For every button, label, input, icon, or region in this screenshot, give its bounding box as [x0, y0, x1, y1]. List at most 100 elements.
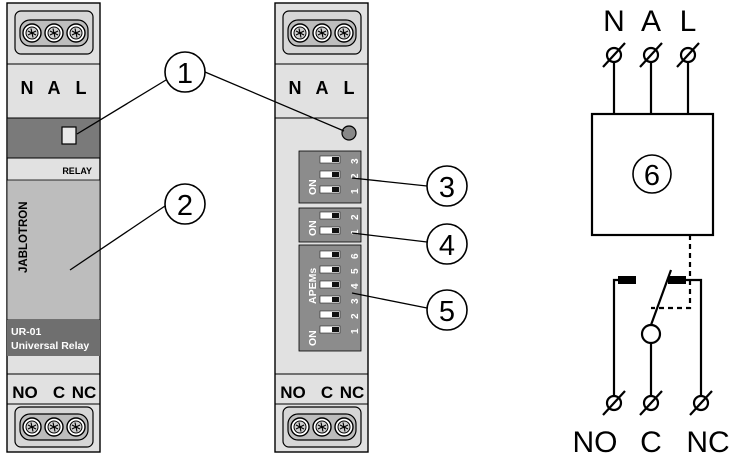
front-top-label-n: N	[21, 78, 34, 98]
dip-switch-1[interactable]	[319, 325, 341, 334]
dip-a-on-label: ON	[307, 179, 319, 195]
dip-switch-2[interactable]	[319, 310, 341, 319]
callout-2	[164, 183, 206, 225]
callout-3	[426, 165, 468, 207]
front-top-label-a: A	[48, 78, 61, 98]
leader-line-2	[69, 205, 166, 271]
screw-icon[interactable]	[290, 23, 310, 43]
dip-b-num-2: 2	[350, 214, 361, 220]
callout-4	[426, 223, 468, 265]
screw-icon[interactable]	[44, 417, 64, 437]
front-bottom-label-no: NO	[12, 383, 38, 402]
schematic-label-nc: NC	[686, 426, 729, 458]
dip-a-num-3: 3	[350, 158, 361, 164]
dip-c-num-2: 2	[350, 313, 361, 319]
device-back: N A L ON 3 2 1 ON 2 1 ON APEM	[274, 2, 369, 453]
dip-switch-3[interactable]	[319, 155, 341, 164]
leader-line-1a	[76, 79, 167, 135]
screw-icon[interactable]	[66, 23, 86, 43]
model-line-1: UR-01	[11, 326, 42, 338]
device-front: N A L RELAY JABLOTRON UR-01 Universal Re…	[6, 2, 101, 453]
schematic-label-l: L	[680, 5, 697, 38]
screw-icon[interactable]	[66, 417, 86, 437]
callout-5	[426, 289, 468, 331]
back-top-label-n: N	[289, 78, 302, 98]
dip-c-num-1: 1	[350, 328, 361, 334]
callout-1-label: 1	[177, 58, 193, 90]
callout-5-label: 5	[439, 296, 455, 328]
schematic-label-n: N	[603, 5, 625, 38]
screw-icon[interactable]	[44, 23, 64, 43]
front-bottom-terminal-block	[14, 406, 94, 448]
dip-group-6: ON APEMs 6 5 4 3 2 1	[298, 244, 362, 352]
dip-c-num-3: 3	[350, 298, 361, 304]
schematic-top-terminals	[602, 42, 700, 114]
screw-icon[interactable]	[290, 417, 310, 437]
screw-icon[interactable]	[22, 417, 42, 437]
dip-c-num-6: 6	[350, 253, 361, 259]
screw-icon[interactable]	[22, 23, 42, 43]
dip-a-num-1: 1	[350, 188, 361, 194]
back-led	[341, 125, 357, 141]
back-bottom-label-nc: NC	[340, 383, 365, 402]
callout-2-label: 2	[177, 190, 193, 222]
relay-contacts	[612, 269, 703, 395]
back-top-label-a: A	[316, 78, 329, 98]
dip-a-num-2: 2	[350, 173, 361, 179]
dip-c-num-5: 5	[350, 268, 361, 274]
relay-coil-link	[651, 235, 692, 310]
schematic-box-label: 6	[644, 160, 660, 192]
leader-line-1b	[204, 71, 345, 132]
schematic: N A L 6	[573, 5, 730, 458]
dip-switch-2[interactable]	[319, 211, 341, 220]
dip-switch-1[interactable]	[319, 226, 341, 235]
callouts: 1 2 3 4 5	[69, 51, 468, 331]
front-top-label-l: L	[76, 78, 87, 98]
back-bottom-label-c: C	[321, 383, 333, 402]
switch-pivot	[640, 323, 662, 345]
back-bottom-terminal-block	[282, 406, 362, 448]
schematic-bottom-terminals	[602, 390, 713, 416]
front-panel	[6, 179, 101, 321]
model-line-2: Universal Relay	[11, 340, 89, 352]
dip-switch-5[interactable]	[319, 265, 341, 274]
dip-c-on-label: ON	[307, 330, 319, 346]
dip-b-num-1: 1	[350, 229, 361, 235]
relay-label: RELAY	[62, 166, 92, 176]
leader-line-4	[351, 232, 428, 243]
dip-switch-1[interactable]	[319, 185, 341, 194]
dip-switch-3[interactable]	[319, 295, 341, 304]
model-band	[7, 320, 100, 356]
leader-line-3	[351, 177, 428, 187]
dip-c-num-4: 4	[350, 283, 361, 289]
brand-label: JABLOTRON	[18, 201, 30, 273]
back-top-terminal-block	[282, 10, 362, 55]
relay-window	[6, 117, 101, 159]
front-bottom-label-c: C	[53, 383, 65, 402]
leader-line-5	[351, 292, 428, 309]
schematic-box-badge	[632, 154, 672, 194]
schematic-label-a: A	[641, 5, 661, 38]
callout-4-label: 4	[439, 230, 455, 262]
dip-switch-6[interactable]	[319, 250, 341, 259]
screw-icon[interactable]	[312, 23, 332, 43]
schematic-label-c: C	[640, 426, 662, 458]
dip-group-3: ON 3 2 1	[298, 150, 362, 204]
dip-switch-4[interactable]	[319, 280, 341, 289]
front-top-terminal-block	[14, 10, 94, 55]
screw-icon[interactable]	[334, 417, 354, 437]
callout-3-label: 3	[439, 172, 455, 204]
dip-c-apems-label: APEMs	[307, 268, 319, 304]
relay-led	[61, 126, 77, 145]
switch-arm	[649, 269, 673, 326]
contact-no-pad	[618, 276, 636, 284]
schematic-label-no: NO	[573, 426, 618, 458]
contact-nc-pad	[668, 276, 686, 284]
dip-switch-2[interactable]	[319, 170, 341, 179]
screw-icon[interactable]	[312, 417, 332, 437]
dip-group-2: ON 2 1	[298, 207, 362, 243]
callout-1	[164, 51, 206, 93]
screw-icon[interactable]	[334, 23, 354, 43]
back-bottom-label-no: NO	[280, 383, 306, 402]
